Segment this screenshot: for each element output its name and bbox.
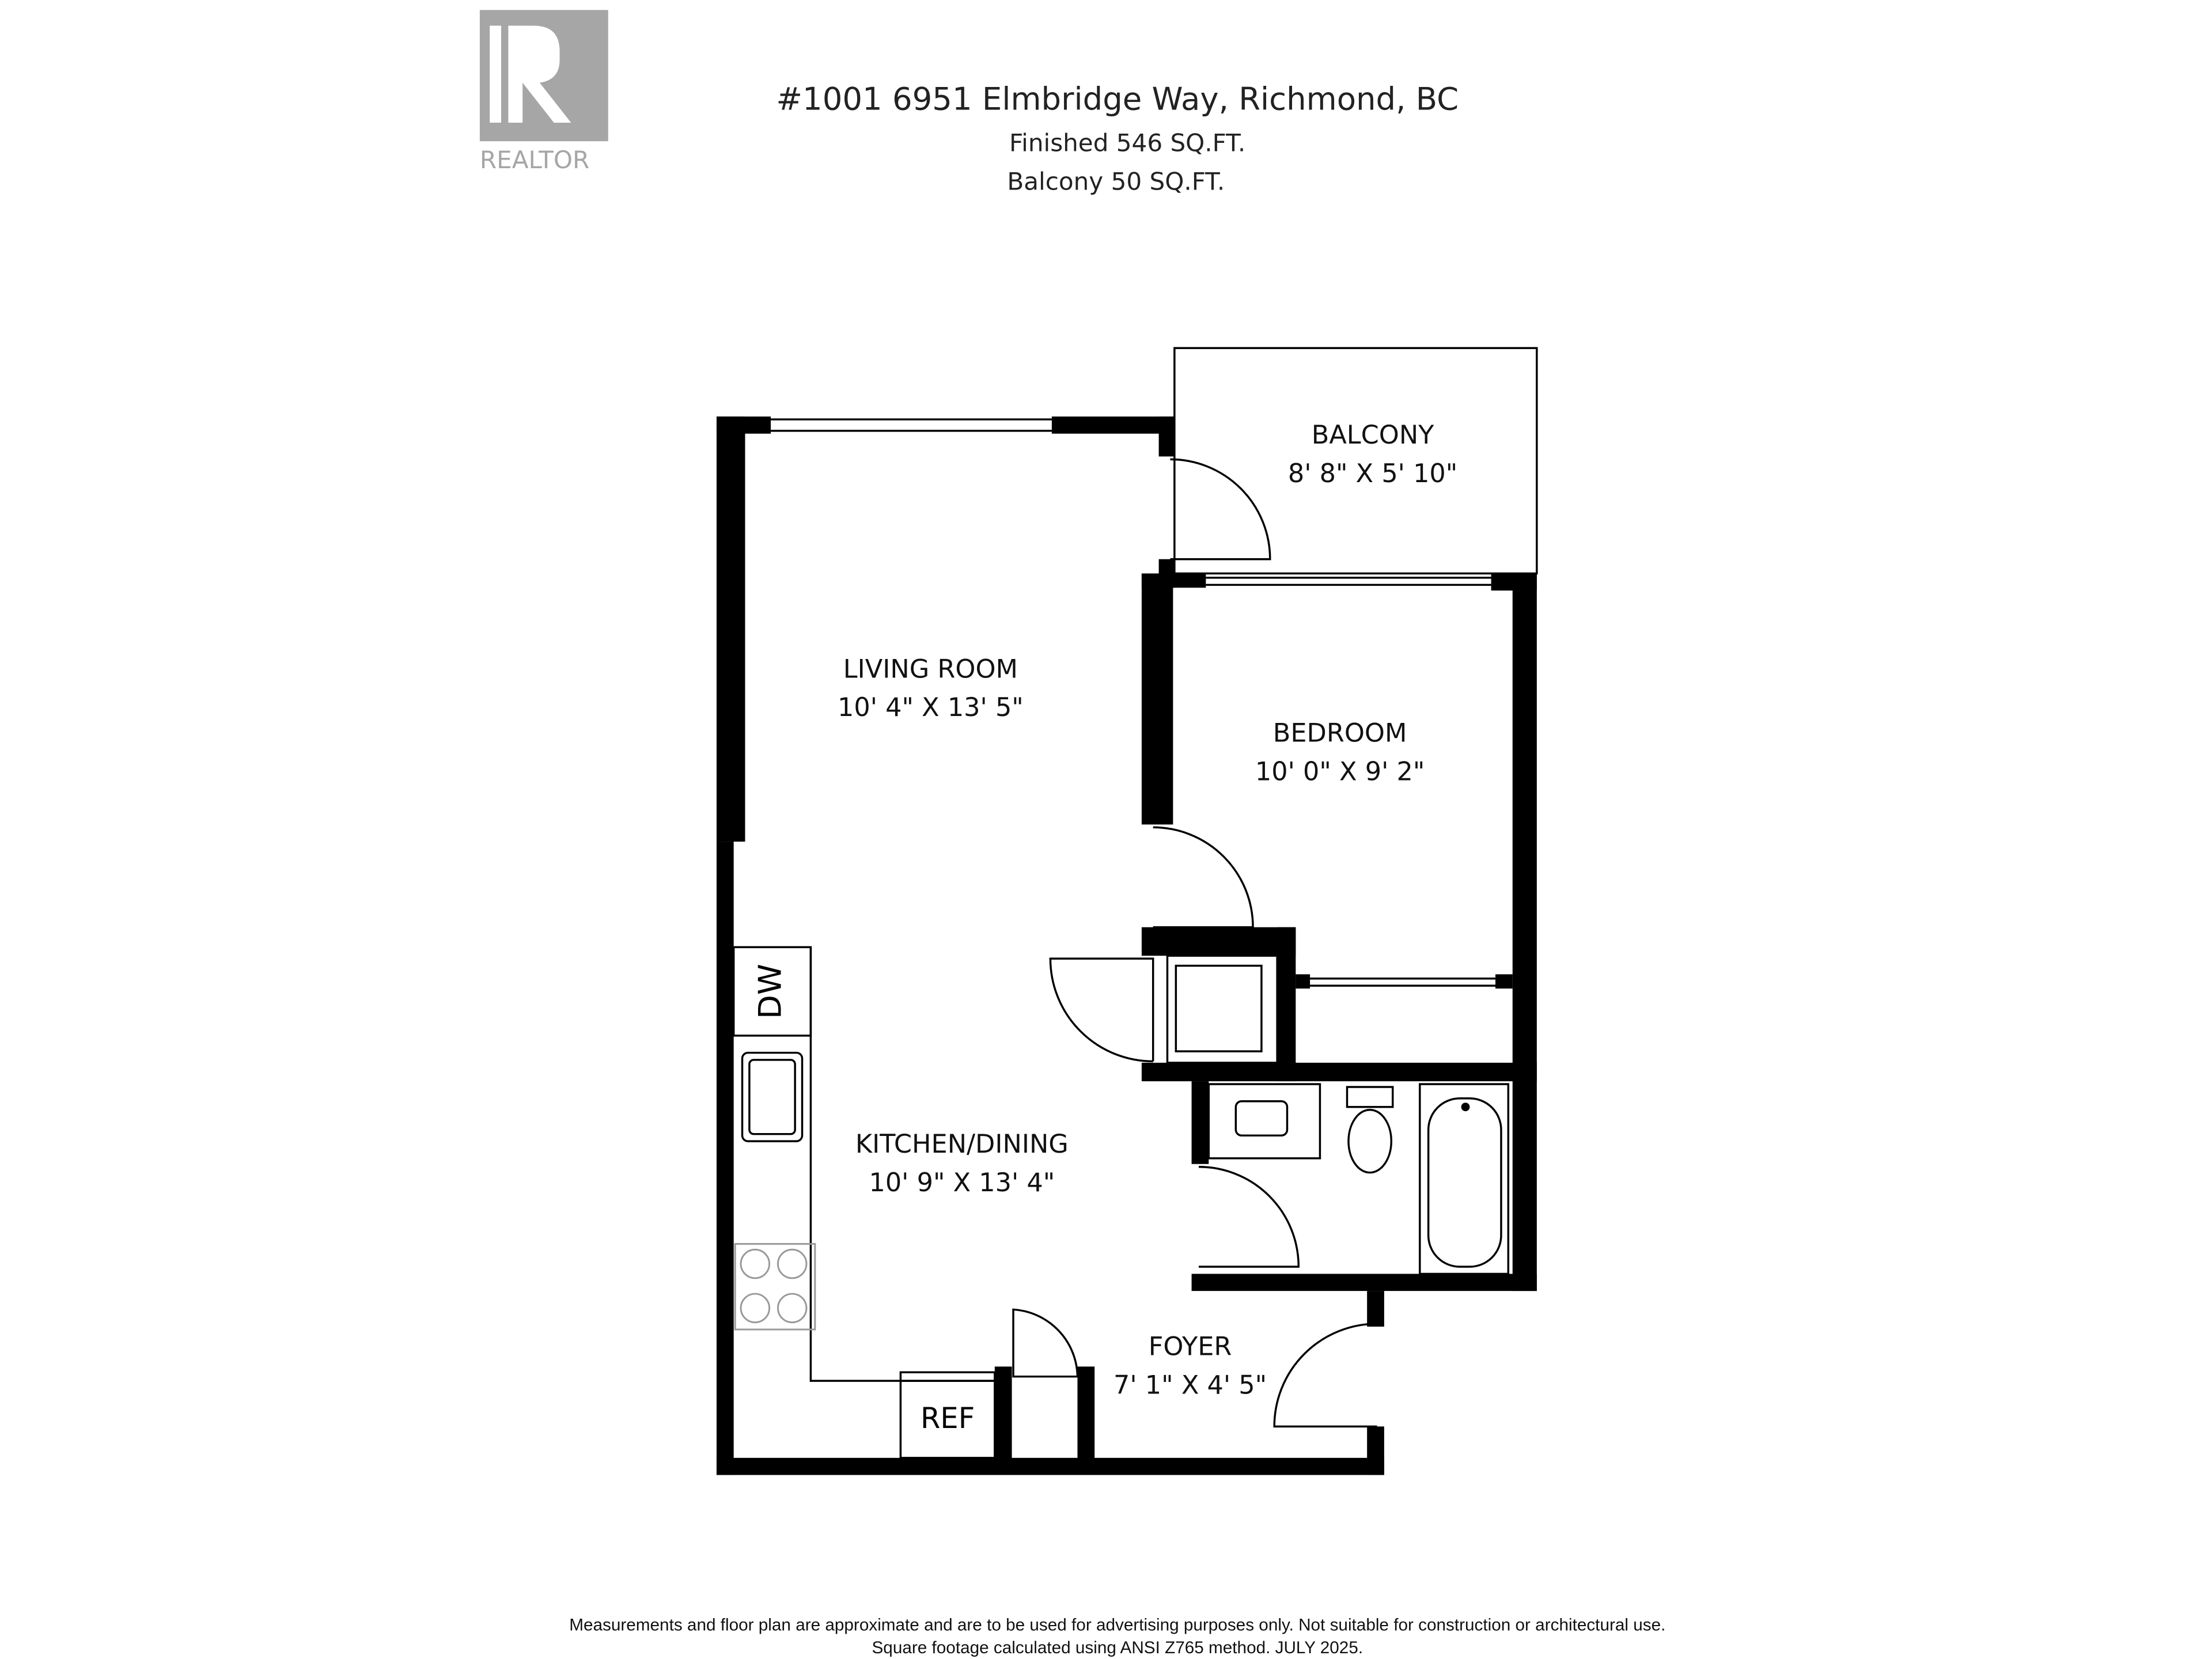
dishwasher-label: DW bbox=[752, 964, 789, 1019]
foyer-name: FOYER bbox=[1149, 1332, 1232, 1362]
balcony-name: BALCONY bbox=[1312, 420, 1434, 450]
bath-sink bbox=[1207, 1083, 1321, 1160]
bath-door bbox=[1198, 1165, 1300, 1268]
bedroom-door bbox=[1153, 826, 1254, 929]
bathtub bbox=[1419, 1083, 1510, 1275]
entry-door bbox=[1273, 1323, 1377, 1428]
balcony-door bbox=[1170, 458, 1271, 560]
kitchen-dining-dims: 10' 9" X 13' 4" bbox=[869, 1168, 1055, 1198]
refrigerator bbox=[899, 1371, 996, 1459]
toilet bbox=[1346, 1086, 1394, 1108]
living-room-name: LIVING ROOM bbox=[843, 654, 1018, 684]
floor-plan: DW REF bbox=[716, 347, 1538, 1475]
balcony-area: Balcony 50 SQ.FT. bbox=[1007, 167, 1225, 195]
foyer-dims: 7' 1" X 4' 5" bbox=[1113, 1370, 1267, 1400]
cooktop bbox=[734, 1243, 816, 1331]
washer-dryer bbox=[1166, 955, 1278, 1064]
realtor-logo: REALTOR bbox=[479, 10, 608, 174]
kitchen-sink bbox=[741, 1051, 804, 1142]
finished-area: Finished 546 SQ.FT. bbox=[1009, 128, 1245, 157]
property-address: #1001 6951 Elmbridge Way, Richmond, BC bbox=[776, 81, 1459, 118]
realtor-logo-text: REALTOR bbox=[480, 146, 589, 174]
balcony-outline bbox=[1173, 347, 1538, 575]
balcony-dims: 8' 8" X 5' 10" bbox=[1288, 459, 1457, 488]
closet-door bbox=[1012, 1308, 1079, 1378]
bedroom-dims: 10' 0" X 9' 2" bbox=[1255, 757, 1425, 787]
kitchen-dining-name: KITCHEN/DINING bbox=[855, 1129, 1069, 1159]
fridge-label: REF bbox=[921, 1402, 975, 1435]
disclaimer-line-1: Measurements and floor plan are approxim… bbox=[569, 1615, 1665, 1634]
laundry-door bbox=[1049, 957, 1154, 1063]
disclaimer-line-2: Square footage calculated using ANSI Z76… bbox=[872, 1638, 1363, 1657]
living-room-dims: 10' 4" X 13' 5" bbox=[838, 692, 1024, 722]
bedroom-name: BEDROOM bbox=[1273, 718, 1407, 748]
dishwasher bbox=[732, 946, 812, 1037]
